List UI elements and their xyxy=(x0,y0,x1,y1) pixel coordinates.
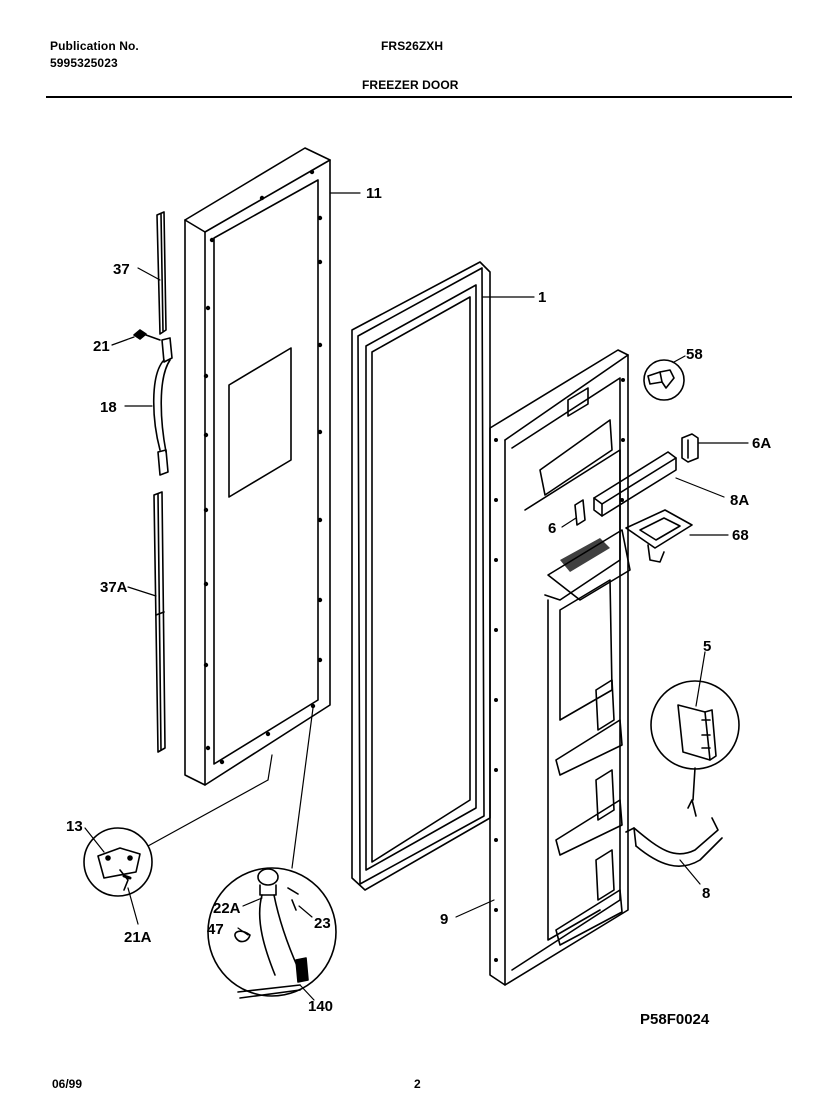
callout-18: 18 xyxy=(100,399,117,416)
callout-68: 68 xyxy=(732,527,749,544)
callout-6: 6 xyxy=(548,520,556,537)
callout-1: 1 xyxy=(538,289,546,306)
light-harness-detail xyxy=(207,867,337,999)
publication-number: 5995325023 xyxy=(50,56,118,70)
drawing-reference: P58F0024 xyxy=(640,1011,710,1028)
bracket-8 xyxy=(625,767,723,867)
model-number: FRS26ZXH xyxy=(381,39,444,53)
top-trim-strip xyxy=(156,211,167,335)
callout-6a: 6A xyxy=(752,435,771,452)
tab-6 xyxy=(574,499,586,526)
rail-8a xyxy=(593,451,677,517)
screw-21 xyxy=(133,329,161,341)
callout-21a: 21A xyxy=(124,929,152,946)
header-rule xyxy=(46,96,792,98)
callout-8a: 8A xyxy=(730,492,749,509)
leader-lines xyxy=(84,192,749,1001)
callout-58: 58 xyxy=(686,346,703,363)
dispenser-cup-68 xyxy=(625,509,693,563)
callout-22a: 22A xyxy=(213,900,241,917)
part-5-detail xyxy=(650,680,740,770)
clip-6a xyxy=(681,433,699,463)
footer-page-number: 2 xyxy=(414,1077,421,1091)
bottom-trim-strip xyxy=(153,491,166,753)
callout-9: 9 xyxy=(440,911,448,928)
callout-5: 5 xyxy=(703,638,711,655)
outer-door-panel xyxy=(184,147,331,786)
callout-47: 47 xyxy=(207,921,224,938)
callout-8: 8 xyxy=(702,885,710,902)
callout-37a: 37A xyxy=(100,579,128,596)
callout-21: 21 xyxy=(93,338,110,355)
footer-date: 06/99 xyxy=(52,1077,83,1091)
inner-door-liner xyxy=(489,349,631,986)
callout-140: 140 xyxy=(308,998,333,1015)
door-gasket xyxy=(351,261,491,891)
part-13-detail xyxy=(83,827,153,897)
screw-58-detail xyxy=(643,359,685,401)
callout-37: 37 xyxy=(113,261,130,278)
publication-label: Publication No. xyxy=(50,39,139,53)
section-title: FREEZER DOOR xyxy=(362,78,459,92)
callout-11: 11 xyxy=(366,185,382,202)
callout-13: 13 xyxy=(66,818,83,835)
door-handle xyxy=(152,337,173,476)
callout-23: 23 xyxy=(314,915,331,932)
